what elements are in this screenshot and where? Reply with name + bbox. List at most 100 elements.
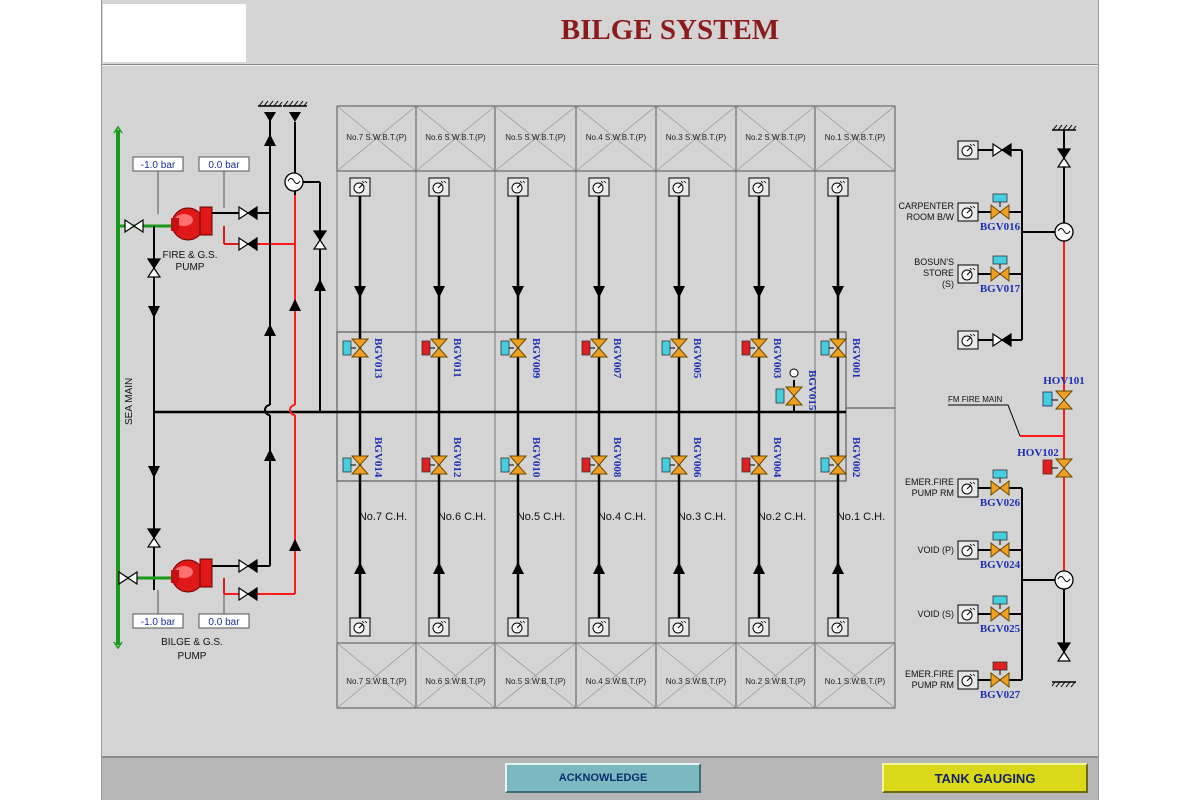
space-bilge-well (957, 140, 979, 160)
cargo-hold-label: No.2 C.H. (758, 511, 806, 523)
remote-valve-lower[interactable] (342, 455, 369, 475)
flow-meter-left (284, 172, 304, 192)
space-label-line2: PUMP RM (912, 680, 954, 690)
logo-box (103, 4, 246, 62)
remote-valve-upper-label: BGV005 (691, 338, 703, 379)
remote-valve-lower-label: BGV002 (850, 437, 862, 478)
pump1-suction-value: -1.0 bar (141, 160, 176, 171)
overboard-outlet-2 (282, 100, 308, 107)
space-bilge-well (957, 670, 979, 690)
space-remote-valve[interactable] (990, 661, 1010, 688)
bilge-well-upper (349, 177, 371, 197)
bilge-well-upper (668, 177, 690, 197)
upper-tank-label: No.6 S.W.B.T.(P) (425, 133, 486, 142)
space-label-line1: VOID (P) (917, 545, 954, 555)
remote-valve-lower[interactable] (500, 455, 527, 475)
page-title: BILGE SYSTEM (560, 14, 780, 46)
lower-tank-label: No.4 S.W.B.T.(P) (586, 677, 647, 686)
pump1-label-2: PUMP (176, 262, 205, 273)
pump2-discharge-valve-b[interactable] (238, 587, 258, 601)
space-manual-valve[interactable] (992, 333, 1012, 347)
overboard-bypass-valve[interactable] (313, 230, 327, 250)
overboard-outlet-1 (257, 100, 283, 107)
remote-valve-lower-label: BGV006 (691, 437, 703, 478)
remote-valve-lower-label: BGV004 (771, 437, 783, 478)
space-remote-valve[interactable] (990, 595, 1010, 622)
crossover-valve-upper[interactable] (147, 258, 161, 278)
pump1-discharge-valve-b[interactable] (238, 237, 258, 251)
hov101-valve[interactable] (1042, 390, 1073, 410)
tank-gauging-button[interactable]: TANK GAUGING (882, 763, 1088, 793)
space-remote-valve[interactable] (990, 469, 1010, 496)
remote-valve-lower-label: BGV008 (611, 437, 623, 478)
remote-valve-lower[interactable] (661, 455, 688, 475)
lower-tank-label: No.3 S.W.B.T.(P) (666, 677, 727, 686)
bgv015-label: BGV015 (806, 370, 818, 411)
upper-tank-label: No.2 S.W.B.T.(P) (745, 133, 806, 142)
space-remote-valve[interactable] (990, 193, 1010, 220)
remote-valve-lower-label: BGV010 (530, 437, 542, 478)
acknowledge-button[interactable]: ACKNOWLEDGE (505, 763, 701, 793)
lower-tank-label: No.5 S.W.B.T.(P) (505, 677, 566, 686)
fm-fire-main-label: FM FIRE MAIN (948, 395, 1002, 404)
overboard-outlet-right-upper (1051, 124, 1077, 131)
right-upper-overboard-valve[interactable] (1057, 148, 1071, 168)
space-label-line2: STORE (923, 268, 954, 278)
remote-valve-upper[interactable] (500, 338, 527, 358)
space-label-line1: VOID (S) (917, 609, 954, 619)
pump1-discharge-valve-a[interactable] (238, 206, 258, 220)
pump1-label-1: FIRE & G.S. (162, 250, 217, 261)
bilge-well-lower (588, 617, 610, 637)
space-bilge-well (957, 540, 979, 560)
hov101-label: HOV101 (1043, 375, 1085, 387)
bilge-diagram: No.7 S.W.B.T.(P)No.7 S.W.B.T.(P)No.7 C.H… (113, 100, 1085, 709)
remote-valve-upper[interactable] (820, 338, 847, 358)
bilge-well-lower (748, 617, 770, 637)
bgv015-valve[interactable] (775, 368, 803, 412)
remote-valve-lower[interactable] (581, 455, 608, 475)
sea-main (113, 125, 123, 650)
remote-valve-lower[interactable] (421, 455, 448, 475)
space-remote-valve[interactable] (990, 531, 1010, 558)
bilge-gs-pump[interactable] (171, 558, 213, 593)
sea-suction-valve-upper[interactable] (124, 219, 144, 233)
pump2-discharge-valve-a[interactable] (238, 559, 258, 573)
space-bilge-well (957, 264, 979, 284)
space-valve-label: BGV026 (980, 497, 1021, 509)
space-label-line1: BOSUN'S (914, 257, 954, 267)
upper-tank-cell (814, 105, 896, 172)
bilge-well-lower (507, 617, 529, 637)
pump2-label-1: BILGE & G.S. (161, 637, 223, 648)
bilge-well-lower (349, 617, 371, 637)
hov102-valve[interactable] (1042, 458, 1073, 478)
remote-valve-upper[interactable] (741, 338, 768, 358)
right-lower-overboard-valve[interactable] (1057, 642, 1071, 662)
remote-valve-lower-label: BGV012 (451, 437, 463, 478)
lower-tank-label: No.2 S.W.B.T.(P) (745, 677, 806, 686)
bilge-well-upper (588, 177, 610, 197)
bilge-well-lower (827, 617, 849, 637)
upper-tank-label: No.7 S.W.B.T.(P) (346, 133, 407, 142)
remote-valve-lower[interactable] (741, 455, 768, 475)
crossover-valve-lower[interactable] (147, 528, 161, 548)
space-manual-valve[interactable] (992, 143, 1012, 157)
space-remote-valve[interactable] (990, 255, 1010, 282)
space-bilge-well (957, 330, 979, 350)
space-valve-label: BGV025 (980, 623, 1021, 635)
sea-suction-valve-lower[interactable] (118, 571, 138, 585)
upper-tank-label: No.3 S.W.B.T.(P) (666, 133, 727, 142)
remote-valve-upper[interactable] (342, 338, 369, 358)
fire-gs-pump[interactable] (171, 206, 213, 241)
remote-valve-lower-label: BGV014 (372, 437, 384, 478)
bilge-well-lower (668, 617, 690, 637)
remote-valve-upper[interactable] (421, 338, 448, 358)
remote-valve-upper-label: BGV013 (372, 338, 384, 379)
remote-valve-upper[interactable] (581, 338, 608, 358)
remote-valve-lower[interactable] (820, 455, 847, 475)
space-valve-label: BGV027 (980, 689, 1021, 701)
remote-valve-upper-label: BGV007 (611, 338, 623, 379)
cargo-hold-label: No.5 C.H. (517, 511, 565, 523)
space-label-line1: CARPENTER (898, 201, 954, 211)
title-divider (102, 64, 1098, 66)
remote-valve-upper[interactable] (661, 338, 688, 358)
